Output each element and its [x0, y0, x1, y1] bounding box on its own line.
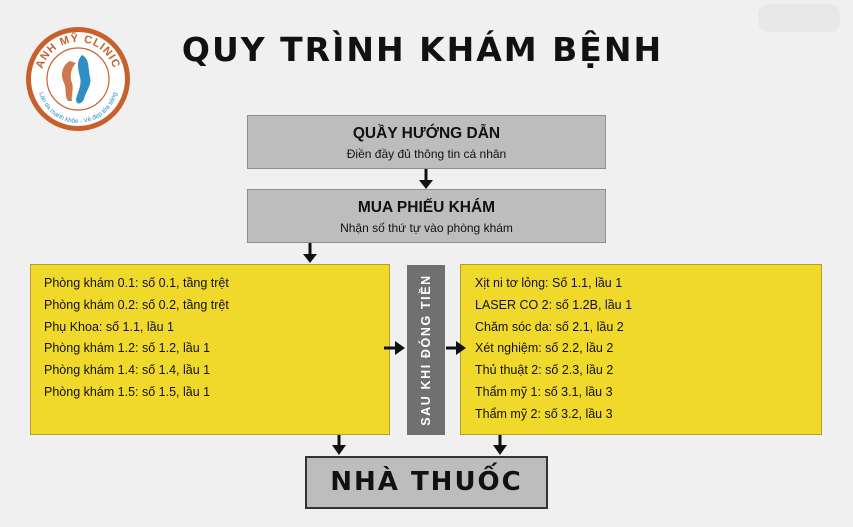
arrow-right-icon: [446, 341, 466, 355]
list-item: Chăm sóc da: số 2.1, lầu 2: [475, 319, 624, 334]
list-item: Thẩm mỹ 2: số 3.2, lầu 3: [475, 406, 613, 421]
list-item: Phòng khám 1.2: số 1.2, lầu 1: [44, 341, 211, 356]
pharmacy-box: NHÀ THUỐC: [305, 456, 548, 509]
list-item: Xịt ni tơ lỏng: Số 1.1, lầu 1: [475, 276, 623, 290]
clinic-logo: ANH MỸ CLINIC Làn da mạnh khỏe - Vẻ đẹp …: [26, 27, 130, 131]
step-ticket-subtitle: Nhận số thứ tự vào phòng khám: [340, 221, 513, 235]
arrow-down-icon: [493, 435, 507, 455]
page-title: QUY TRÌNH KHÁM BỆNH: [181, 30, 664, 69]
step-ticket-heading: MUA PHIẾU KHÁM: [357, 199, 496, 216]
list-item: Phòng khám 1.5: số 1.5, lầu 1: [44, 384, 211, 399]
exam-rooms-box: Phòng khám 0.1: số 0.1, tầng trệt Phòng …: [30, 264, 390, 435]
background-decoration: [758, 4, 840, 32]
list-item: Thẩm mỹ 1: số 3.1, lầu 3: [475, 384, 613, 399]
list-item: Phòng khám 1.4: số 1.4, lầu 1: [44, 363, 211, 378]
services-box: Xịt ni tơ lỏng: Số 1.1, lầu 1 LASER CO 2…: [460, 264, 822, 435]
payment-bar: SAU KHI ĐÓNG TIỀN: [407, 265, 445, 435]
list-item: Phụ Khoa: số 1.1, lầu 1: [44, 319, 174, 334]
arrow-down-icon: [419, 169, 433, 189]
step-reception-heading: QUẦY HƯỚNG DẪN: [352, 125, 501, 142]
list-item: Xét nghiệm: số 2.2, lầu 2: [475, 341, 614, 356]
arrow-down-icon: [332, 435, 346, 455]
step-ticket-box: MUA PHIẾU KHÁM Nhận số thứ tự vào phòng …: [247, 189, 606, 243]
step-reception-box: QUẦY HƯỚNG DẪN Điền đầy đủ thông tin cá …: [247, 115, 606, 169]
arrow-down-icon: [303, 243, 317, 263]
list-item: Thủ thuật 2: số 2.3, lầu 2: [475, 363, 614, 378]
arrow-right-icon: [384, 341, 405, 355]
list-item: LASER CO 2: số 1.2B, lầu 1: [475, 297, 633, 312]
list-item: Phòng khám 0.1: số 0.1, tầng trệt: [44, 276, 229, 290]
list-item: Phòng khám 0.2: số 0.2, tầng trệt: [44, 297, 229, 312]
step-reception-subtitle: Điền đầy đủ thông tin cá nhân: [346, 147, 507, 161]
